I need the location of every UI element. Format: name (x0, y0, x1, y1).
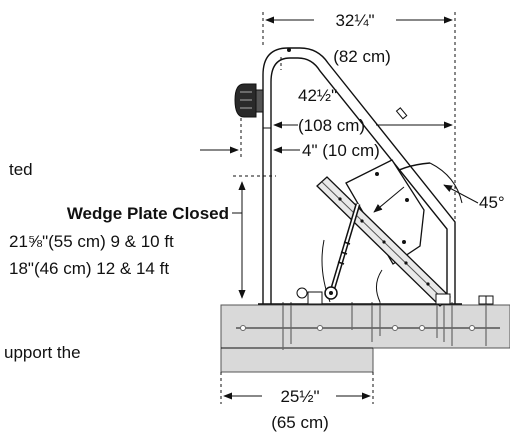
dimension-offset: 4" (10 cm) (200, 118, 380, 160)
offset-label: 4" (10 cm) (302, 141, 380, 160)
bottom-in-label: 25½" (280, 387, 319, 406)
dimension-top-width: 32¼" (82 cm) (262, 11, 456, 230)
dimension-wedge-height: Wedge Plate Closed 21⅝"(55 cm) 9 & 10 ft… (9, 175, 276, 299)
frame (258, 47, 462, 305)
dimension-handrail-height: 42½" (108 cm) (273, 86, 453, 135)
left-text-fragment-2: upport the (4, 343, 81, 362)
top-width-cm-label: (82 cm) (333, 47, 391, 66)
angle-label: 45° (479, 193, 505, 212)
wedge-plate-title: Wedge Plate Closed (67, 204, 229, 223)
left-text-fragment-1: ted (9, 160, 33, 179)
top-width-in-label: 32¼" (335, 11, 374, 30)
angle-annotation: 45° (373, 162, 505, 213)
dimension-bottom: 25½" (65 cm) (220, 372, 374, 432)
mechanism (296, 159, 494, 307)
wedge-height-line-2: 18"(46 cm) 12 & 14 ft (9, 259, 169, 278)
side-light (234, 83, 264, 118)
bottom-cm-label: (65 cm) (271, 413, 329, 432)
handrail-height-in-label: 42½" (298, 86, 337, 105)
wedge-height-line-1: 21⅝"(55 cm) 9 & 10 ft (9, 232, 174, 251)
handrail-height-cm-label: (108 cm) (298, 116, 365, 135)
foundation (220, 302, 510, 373)
